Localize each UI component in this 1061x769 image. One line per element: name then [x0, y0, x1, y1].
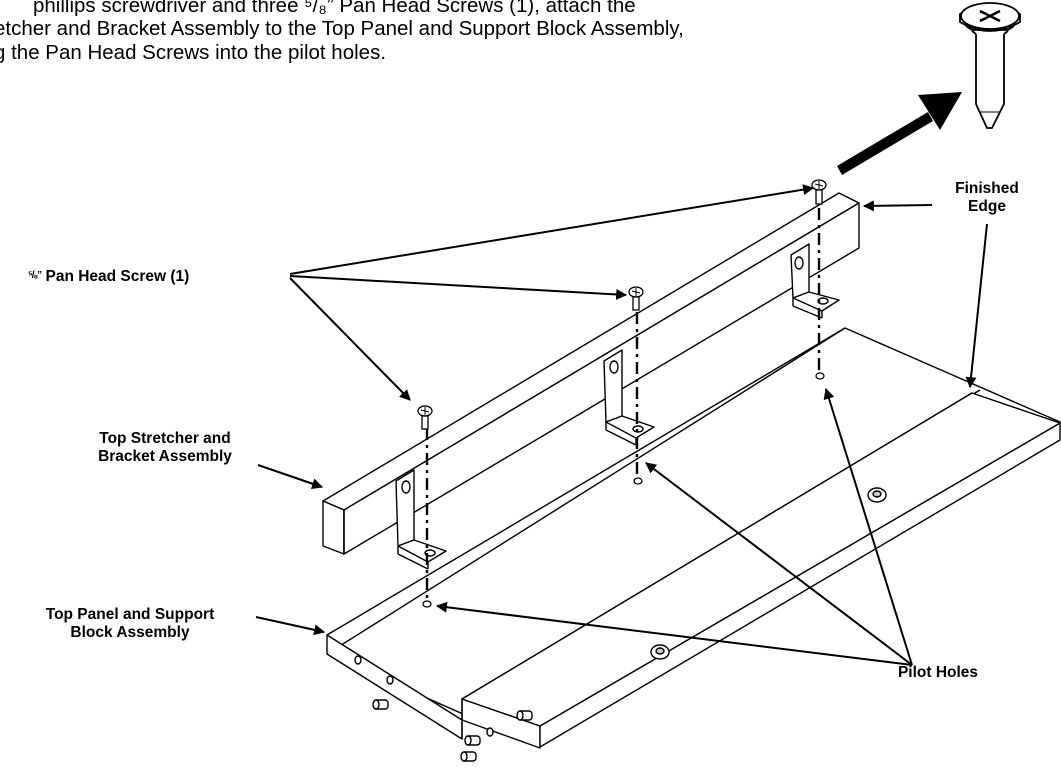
top-stretcher: [322, 192, 860, 555]
alignment-lines: [425, 208, 821, 598]
pilot-hole-marks: [422, 372, 825, 608]
support-block-nuts: [650, 487, 887, 660]
panel-label-line-2: Block Assembly: [70, 624, 190, 641]
top-panel-assembly: [326, 327, 1061, 749]
panel-label: Top Panel and Support Block Assembly: [0, 606, 260, 642]
dowel-pins: [372, 699, 533, 762]
instruction-line-3: g the Pan Head Screws into the pilot hol…: [0, 41, 387, 64]
stretcher-label-line-1: Top Stretcher and: [99, 430, 231, 447]
stretcher-label: Top Stretcher and Bracket Assembly: [40, 430, 290, 466]
instruction-line-1: phillips screwdriver and three ⁵/₈” Pan …: [33, 0, 636, 17]
pilot-holes-label: Pilot Holes: [897, 664, 979, 681]
instruction-line-2: etcher and Bracket Assembly to the Top P…: [0, 17, 684, 40]
screw-label: ⁵/₈” Pan Head Screw (1): [28, 267, 189, 286]
finished-edge-label: Finished Edge: [932, 180, 1042, 216]
screw-label-text: Pan Head Screw (1): [45, 268, 190, 285]
screw-fraction: ⁵/₈”: [28, 270, 42, 281]
stretcher-label-line-2: Bracket Assembly: [98, 448, 232, 465]
closeup-arrow: [837, 92, 962, 175]
finished-edge-line-1: Finished: [955, 180, 1019, 197]
screw-closeup-icon: [959, 2, 1021, 129]
panel-label-line-1: Top Panel and Support: [45, 606, 215, 623]
leader-lines: [255, 184, 988, 666]
metal-brackets: [395, 243, 840, 570]
finished-edge-line-2: Edge: [968, 198, 1006, 215]
